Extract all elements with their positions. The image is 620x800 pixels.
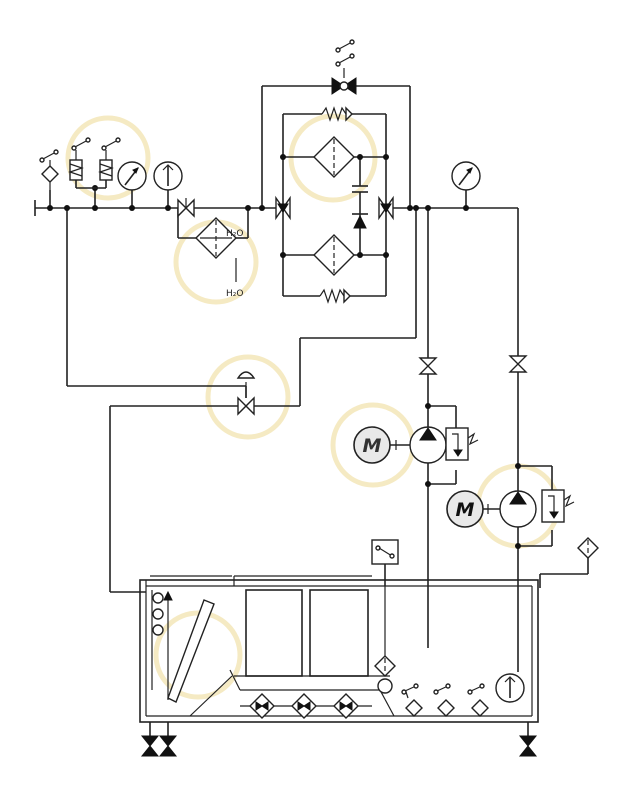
tank-float-switch (371, 539, 399, 694)
filter-element-upper (313, 136, 355, 178)
check-valve-spring-bottom (319, 288, 351, 304)
pressure-switches-pair (68, 137, 121, 189)
motor-2: M (446, 490, 500, 528)
ball-valve-pump2 (508, 355, 528, 373)
pump-1 (409, 426, 447, 464)
tank-thermometer-icon (495, 673, 525, 703)
relief-valve-pump2 (541, 489, 575, 523)
drain-valves (140, 722, 538, 757)
capacitor-symbol (352, 185, 368, 193)
tank-filter-panels (245, 589, 369, 677)
check-valve-center (352, 213, 368, 229)
pump-2 (499, 490, 537, 528)
filler-breather (577, 537, 599, 559)
pressure-switch-left (39, 149, 59, 190)
h2o-bottom-label: H₂O (226, 289, 243, 299)
shutoff-valve-cooler (177, 198, 195, 218)
tank-baffle (189, 669, 395, 717)
ball-valve-pump1 (418, 357, 438, 375)
junction-dots (47, 154, 521, 549)
shutoff-valve-top (331, 39, 357, 95)
thermometer-icon (153, 161, 183, 191)
heat-exchanger-h2o: H₂O H₂O (195, 217, 243, 299)
tank-diffusers (240, 693, 372, 719)
relief-valve-pump1 (445, 427, 479, 461)
pressure-gauge-right-icon (451, 161, 481, 191)
motor-1: M (353, 426, 410, 464)
highlight-rings (65, 113, 561, 700)
filter-element-lower (313, 234, 355, 276)
relief-valve-middle (236, 371, 256, 416)
tank (139, 575, 539, 723)
tank-level-indicator (151, 590, 173, 700)
changeover-valve-right (378, 195, 394, 221)
changeover-valve-left (275, 195, 291, 221)
motor-1-label: M (363, 435, 382, 457)
pressure-gauge-icon (117, 161, 147, 191)
check-valve-spring-top (321, 106, 353, 122)
motor-2-label: M (456, 499, 475, 521)
tank-heater-rod (167, 599, 215, 703)
h2o-top-label: H₂O (226, 229, 243, 239)
tank-sensors (401, 683, 489, 717)
